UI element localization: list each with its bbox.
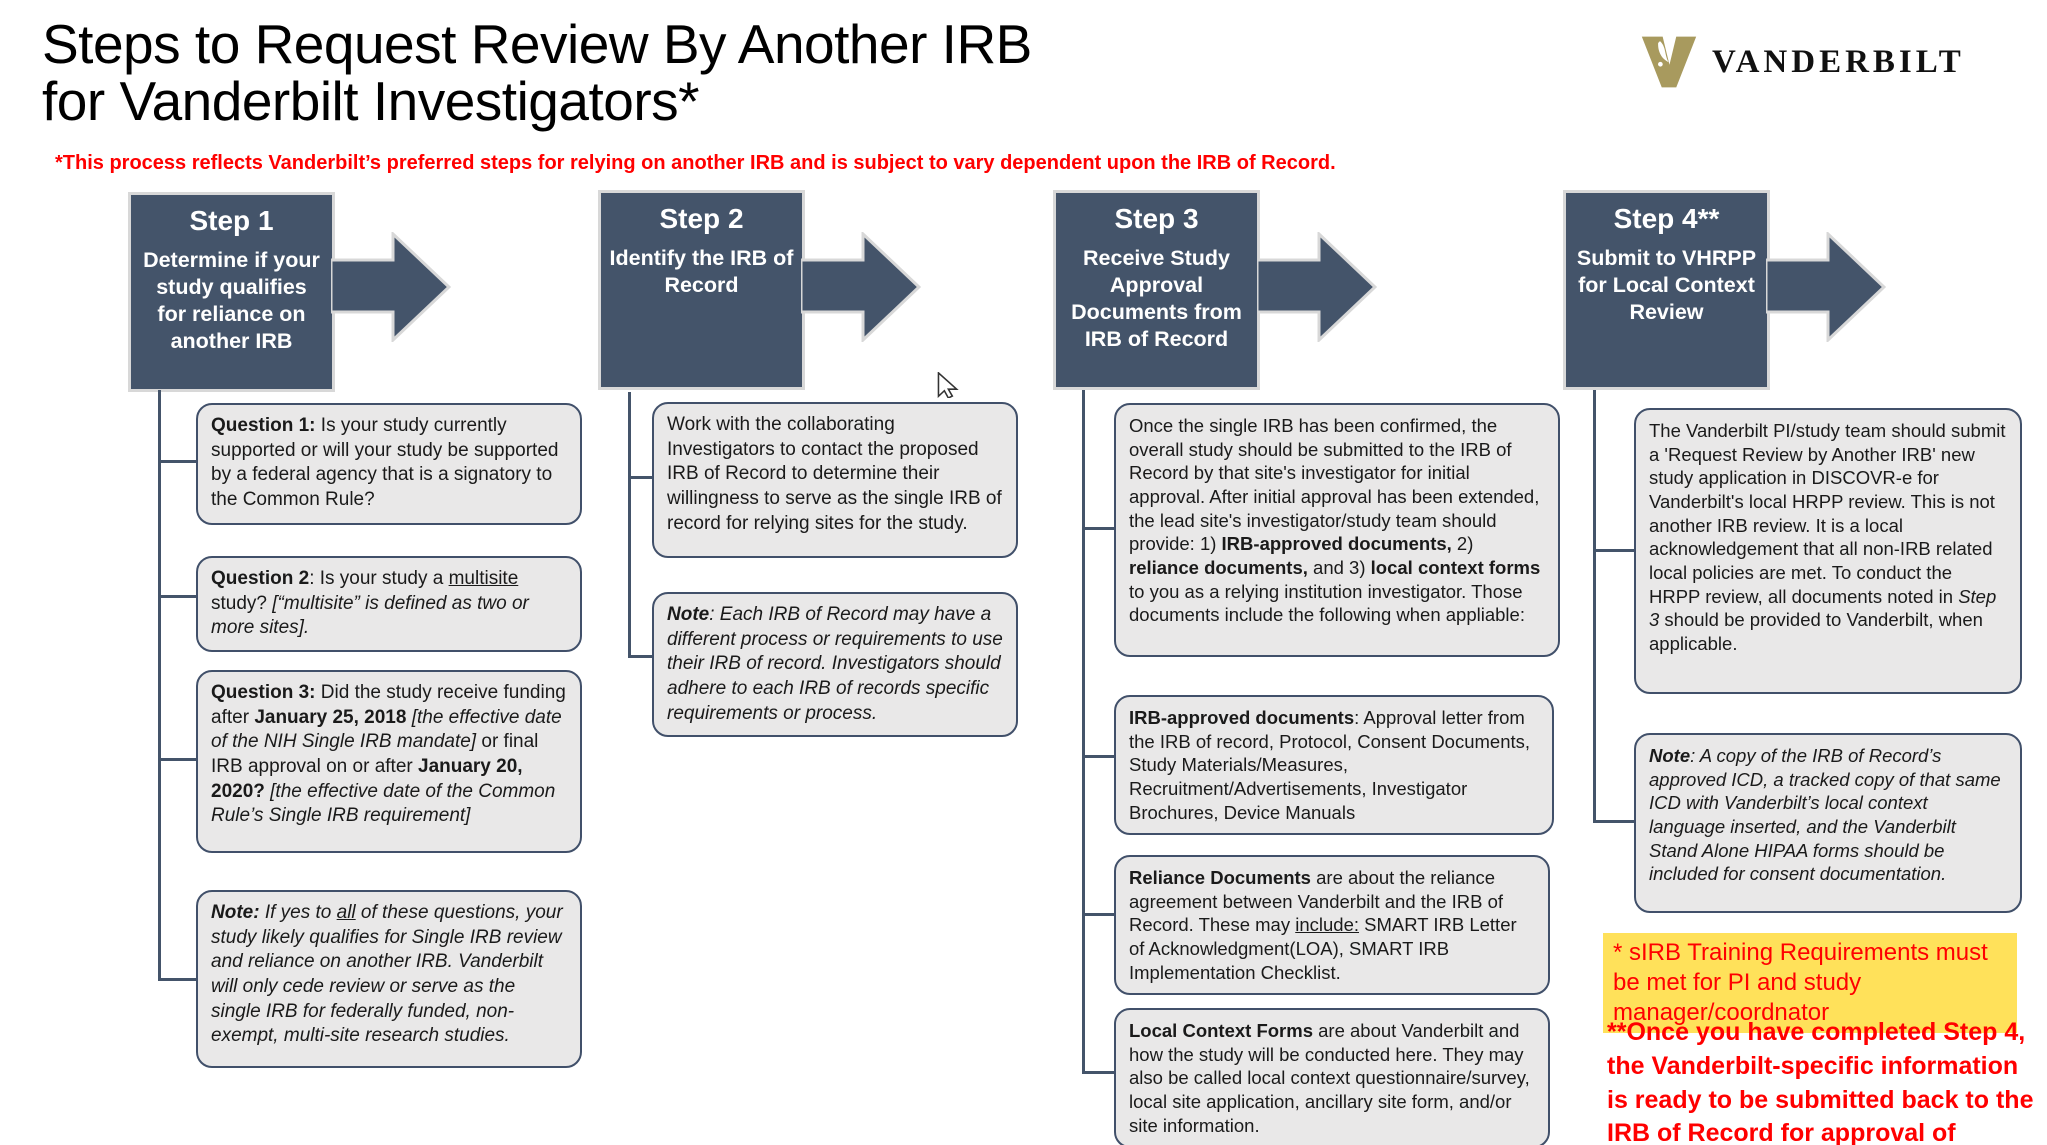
step-3-box: Step 3 Receive Study Approval Documents … [1053,190,1260,390]
vanderbilt-wordmark: VANDERBILT [1712,43,1965,80]
step-4-main-box: The Vanderbilt PI/study team should subm… [1634,408,2022,694]
question-3-box: Question 3: Did the study receive fundin… [196,670,582,853]
page-title: Steps to Request Review By Another IRB f… [42,13,1032,133]
step-1-note-box: Note: If yes to all of these questions, … [196,890,582,1068]
local-context-forms-box: Local Context Forms are about Vanderbilt… [1114,1008,1550,1145]
page-title-line1: Steps to Request Review By Another IRB [42,13,1032,75]
vanderbilt-v-icon [1641,36,1697,88]
step-2-subtitle: Identify the IRB of Record [609,246,794,297]
step-4-subtitle: Submit to VHRPP for Local Context Review [1576,246,1757,324]
sirb-training-note: * sIRB Training Requirements must be met… [1603,933,2017,1033]
step-4-box: Step 4** Submit to VHRPP for Local Conte… [1563,190,1770,390]
reliance-documents-box: Reliance Documents are about the relianc… [1114,855,1550,996]
connector-line [158,460,198,463]
connector-line [1082,390,1085,1073]
step-2-main-box: Work with the collaborating Investigator… [652,402,1018,558]
flow-arrow-icon [331,232,451,342]
step-1-title: Step 1 [189,205,274,236]
irb-approved-documents-box: IRB-approved documents: Approval letter … [1114,695,1554,836]
step-2-title: Step 2 [659,203,744,234]
connector-line [1082,913,1116,916]
connector-line [628,655,655,658]
page-title-line2: for Vanderbilt Investigators* [42,70,700,133]
step-2-box: Step 2 Identify the IRB of Record [598,190,805,390]
step-2-note-box: Note: Each IRB of Record may have a diff… [652,592,1018,738]
connector-line [628,392,631,658]
step-4-title: Step 4** [1613,203,1720,234]
flow-arrow-icon [1257,232,1377,342]
connector-line [1082,755,1116,758]
connector-line [1593,390,1596,822]
connector-line [158,978,198,981]
step-4-footnote: **Once you have completed Step 4, the Va… [1607,1018,2034,1145]
mouse-cursor-icon [937,372,959,398]
vanderbilt-logo: VANDERBILT [1640,34,1965,90]
connector-line [1593,549,1636,552]
step-3-main-box: Once the single IRB has been confirmed, … [1114,403,1560,657]
connector-line [1593,820,1636,823]
connector-line [158,758,198,761]
disclaimer-text: *This process reflects Vanderbilt’s pref… [55,152,1336,174]
question-1-box: Question 1: Is your study currently supp… [196,403,582,525]
step-4-note-box: Note: A copy of the IRB of Record’s appr… [1634,733,2022,913]
connector-line [1082,527,1116,530]
connector-line [158,595,198,598]
flow-arrow-icon [801,232,921,342]
step-3-title: Step 3 [1114,203,1199,234]
step-1-subtitle: Determine if your study qualifies for re… [143,248,320,353]
flow-arrow-icon [1766,232,1886,342]
step-1-box: Step 1 Determine if your study qualifies… [128,192,335,392]
connector-line [1082,1071,1116,1074]
connector-line [628,476,655,479]
connector-line [158,390,161,980]
step-3-subtitle: Receive Study Approval Documents from IR… [1071,246,1242,351]
question-2-box: Question 2: Is your study a multisite st… [196,556,582,653]
